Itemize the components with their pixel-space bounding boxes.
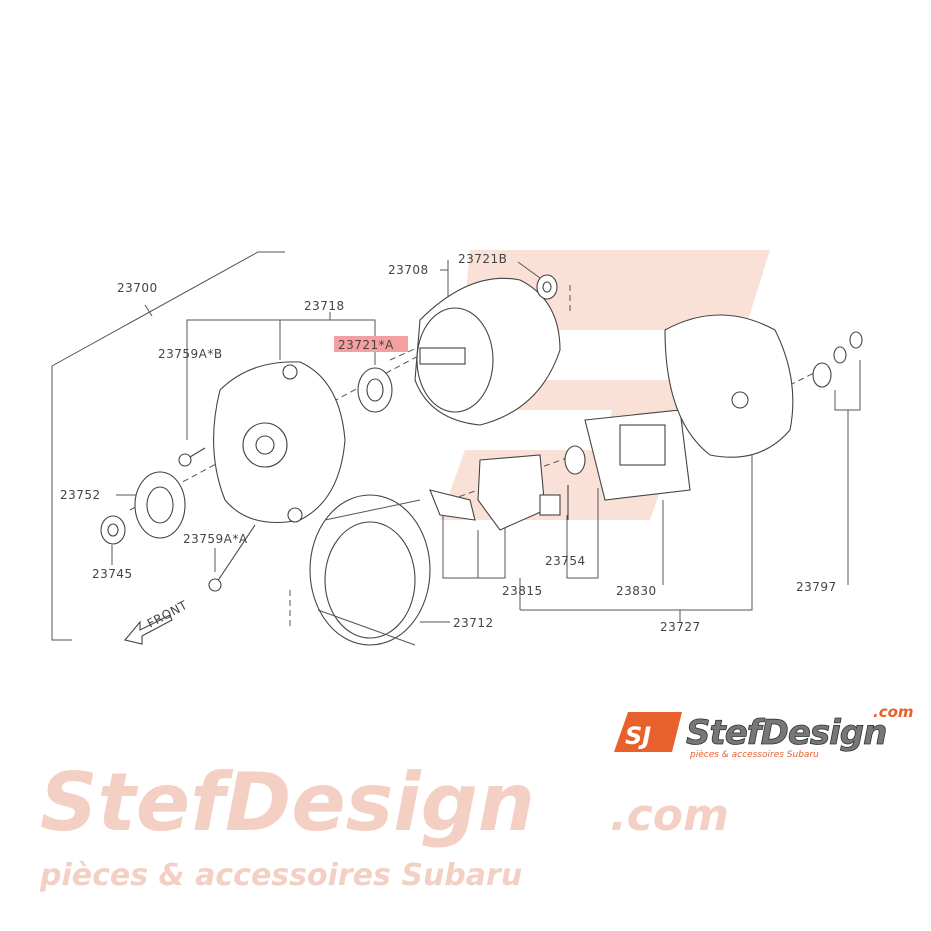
label-23700[interactable]: 23700 [117, 281, 158, 295]
label-23721b[interactable]: 23721B [458, 252, 507, 266]
terminal-parts [812, 331, 863, 388]
watermark-tagline: pièces & accessoires Subaru [39, 858, 522, 893]
pulley [134, 471, 186, 539]
label-23745[interactable]: 23745 [92, 567, 133, 581]
label-23759a-b[interactable]: 23759A*B [158, 347, 223, 361]
label-23727[interactable]: 23727 [660, 620, 701, 634]
label-23754[interactable]: 23754 [545, 554, 586, 568]
front-indicator: FRONT [124, 598, 190, 645]
bearing-b [536, 274, 558, 300]
rotor [414, 277, 561, 426]
watermark-domain: .com [610, 790, 729, 841]
logo-brand: StefDesign [686, 713, 886, 753]
regulator [584, 409, 691, 501]
label-23721a[interactable]: 23721*A [338, 338, 394, 352]
bearing-a [357, 367, 393, 413]
front-arrow-icon [124, 614, 173, 645]
label-23759a-a[interactable]: 23759A*A [183, 532, 248, 546]
nut [100, 515, 126, 545]
label-23797[interactable]: 23797 [796, 580, 837, 594]
logo-domain: .com [873, 703, 914, 721]
rear-cover [664, 314, 794, 458]
logo-mark-text: SJ [625, 722, 651, 750]
logo-tagline: pièces & accessoires Subaru [689, 749, 819, 760]
highlight-box [334, 336, 408, 352]
stator [309, 494, 431, 646]
label-23830[interactable]: 23830 [616, 584, 657, 598]
seal [564, 445, 586, 475]
brush-holder [429, 454, 569, 531]
part-labels: 23700 23718 23708 23721B 23721*A 23759A*… [60, 252, 837, 634]
watermark-brand: StefDesign [40, 756, 535, 849]
label-23712[interactable]: 23712 [453, 616, 494, 630]
label-23708[interactable]: 23708 [388, 263, 429, 277]
brand-logo: SJ StefDesign .com pièces & accessoires … [614, 703, 914, 760]
label-23815[interactable]: 23815 [502, 584, 543, 598]
watermark-text: StefDesign .com pièces & accessoires Sub… [39, 756, 729, 893]
leader-lines [51, 251, 861, 641]
bolts [178, 447, 256, 592]
label-23718[interactable]: 23718 [304, 299, 345, 313]
label-23752[interactable]: 23752 [60, 488, 101, 502]
front-cover [213, 361, 346, 523]
logo-mark [614, 712, 682, 752]
front-label: FRONT [145, 598, 190, 631]
